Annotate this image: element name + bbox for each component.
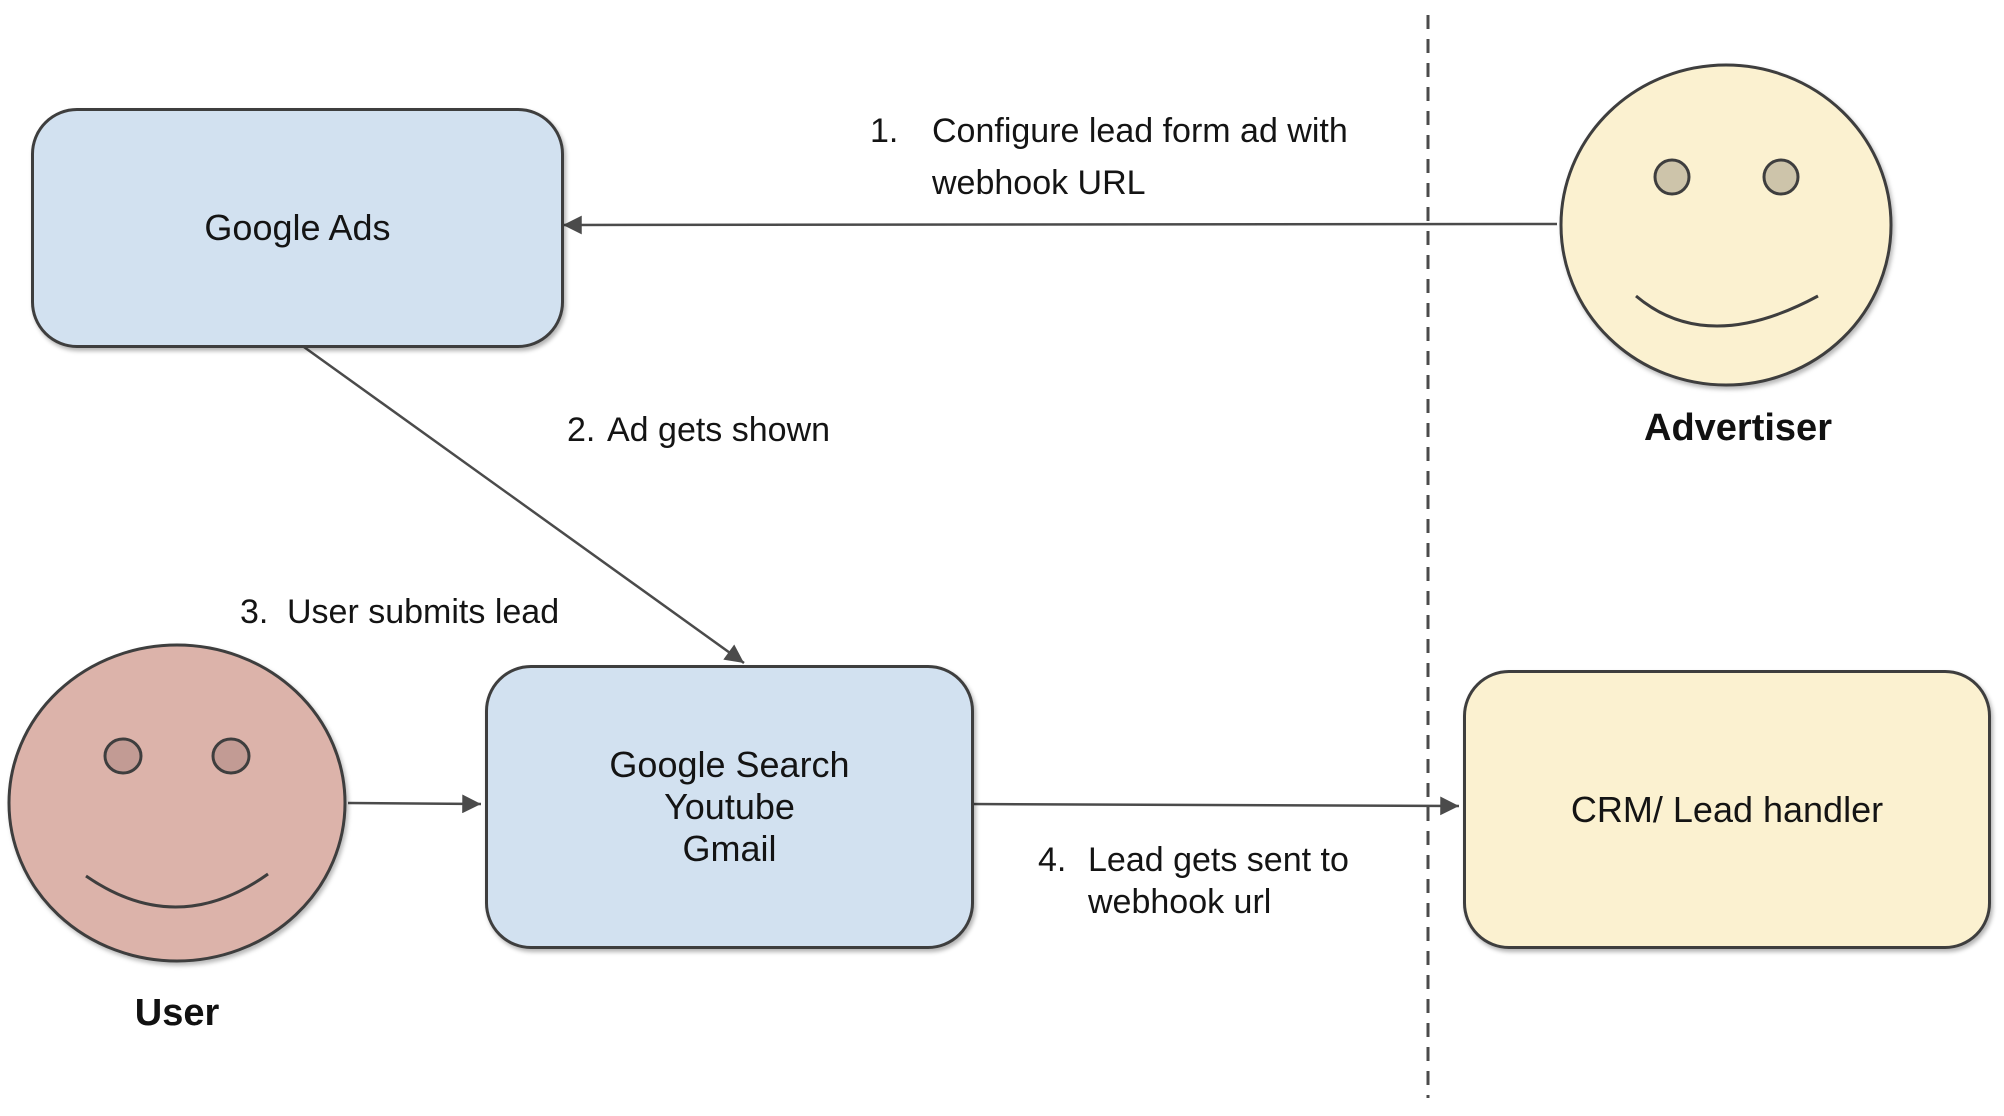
step4-number: 4. <box>1038 841 1067 879</box>
arrow-surfaces-to-crm <box>967 796 1460 816</box>
step1-annotation: 1. Configure lead form ad with webhook U… <box>870 105 1348 209</box>
crm-label: CRM/ Lead handler <box>1570 788 1884 830</box>
google-surfaces-node: Google Search Youtube Gmail <box>485 665 974 949</box>
step1-line1: Configure lead form ad with <box>932 112 1348 150</box>
step3-line1: User submits lead <box>287 593 560 631</box>
step1-line2: webhook URL <box>932 164 1146 202</box>
surfaces-label-line1: Google Search <box>609 744 850 785</box>
surfaces-label-line3: Gmail <box>682 828 777 869</box>
user-label: User <box>134 992 220 1034</box>
step3-annotation: 3. User submits lead <box>240 591 559 633</box>
step4-line1: Lead gets sent to <box>1088 841 1349 879</box>
step4-line2: webhook url <box>1088 883 1272 921</box>
arrow-user-to-surfaces <box>347 794 482 814</box>
step1-number: 1. <box>870 112 899 150</box>
step4-annotation: 4. Lead gets sent to webhook url <box>1038 839 1349 923</box>
step2-text: Ad gets shown <box>607 409 830 451</box>
step2-line1: Ad gets shown <box>607 411 831 449</box>
step2-annotation: 2. Ad gets shown <box>567 409 830 451</box>
google-ads-label: Google Ads <box>204 207 391 248</box>
arrow-advertiser-to-google-ads <box>562 215 1558 235</box>
step3-number: 3. <box>240 593 269 631</box>
advertiser-label: Advertiser <box>1644 407 1832 449</box>
crm-lead-handler-node: CRM/ Lead handler <box>1463 670 1991 949</box>
step2-number: 2. <box>567 411 596 449</box>
step4-text: Lead gets sent to webhook url <box>1088 839 1349 923</box>
user-smiley-icon <box>7 643 347 963</box>
surfaces-label-line2: Youtube <box>664 786 795 827</box>
advertiser-smiley-icon <box>1559 63 1893 387</box>
google-ads-node: Google Ads <box>31 108 564 348</box>
step1-text: Configure lead form ad with webhook URL <box>932 105 1348 209</box>
step3-text: User submits lead <box>287 591 559 633</box>
